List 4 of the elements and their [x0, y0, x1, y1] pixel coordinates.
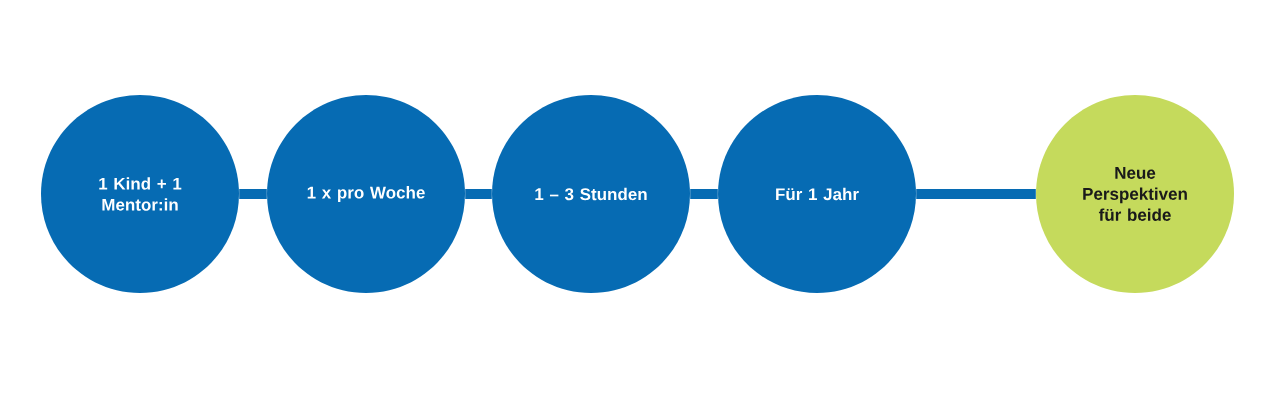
connector-line — [239, 189, 267, 199]
connector-line — [916, 189, 1036, 199]
connector-line — [465, 189, 492, 199]
connector-line — [690, 189, 718, 199]
